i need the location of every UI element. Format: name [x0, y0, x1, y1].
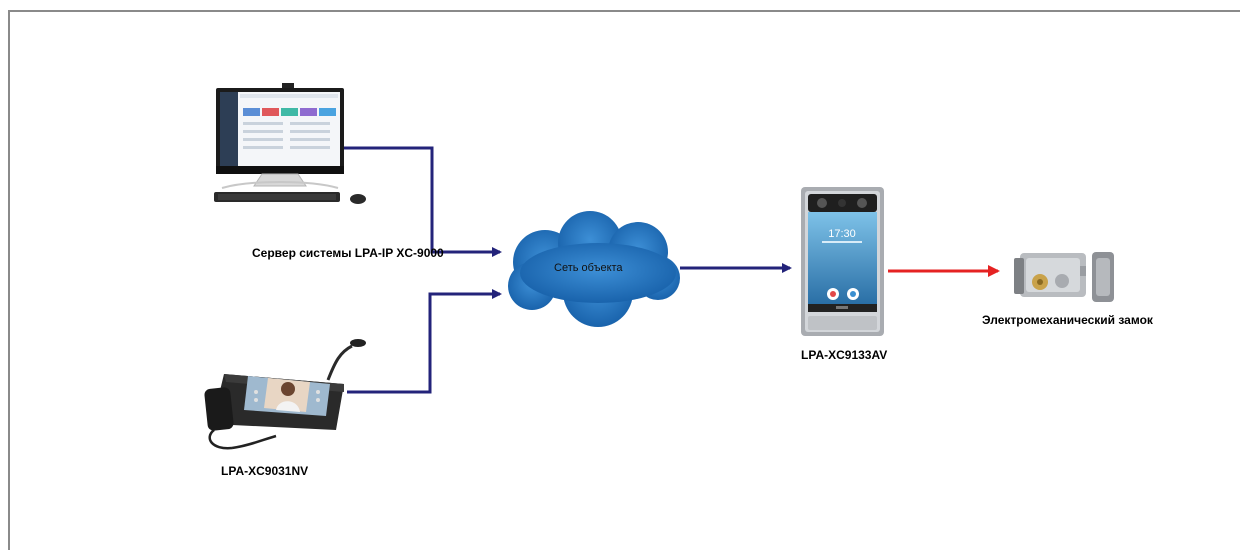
electromechanical-lock-icon — [1014, 252, 1114, 302]
panel-label: LPA-XC9133AV — [801, 348, 888, 362]
network-cloud-icon — [508, 211, 680, 327]
link-monitor-to-network — [347, 289, 502, 394]
door-panel-icon: 17:30 — [801, 187, 884, 336]
server-label: Сервер системы LPA-IP XC-9000 — [252, 246, 444, 260]
network-label: Сеть объекта — [554, 262, 623, 274]
network-diagram: 17:30 — [204, 83, 1114, 450]
indoor-monitor-icon — [204, 339, 366, 450]
monitor-label: LPA-XC9031NV — [221, 464, 309, 478]
server-computer-icon — [214, 83, 366, 204]
diagram-frame — [8, 10, 1240, 550]
panel-screen-time: 17:30 — [828, 228, 856, 240]
link-server-to-network — [342, 146, 502, 257]
lock-label: Электромеханический замок — [982, 313, 1153, 327]
